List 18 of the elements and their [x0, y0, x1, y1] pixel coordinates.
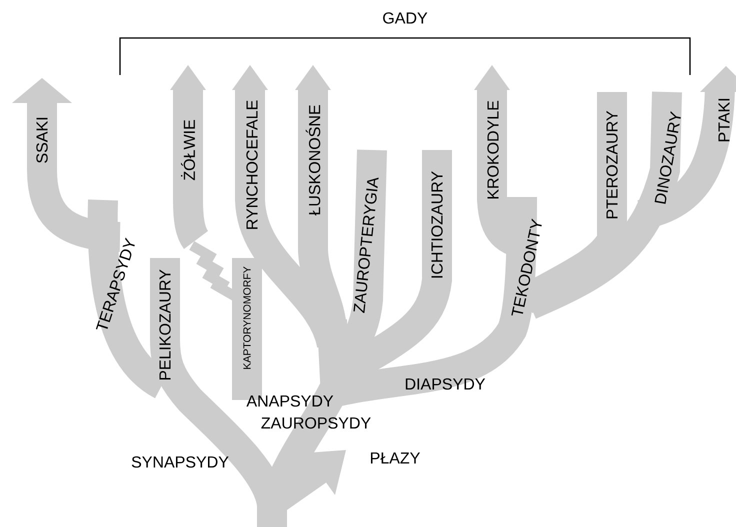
- taxon-label: PŁAZY: [370, 452, 420, 464]
- taxon-label: DINOZAURY: [654, 111, 681, 204]
- taxon-label: DIAPSYDY: [406, 378, 486, 390]
- taxon-label: SSAKI: [36, 118, 48, 163]
- taxon-label: PTAKI: [718, 98, 730, 142]
- taxon-label: ANAPSYDY: [246, 395, 334, 407]
- taxon-label: PELIKOZAURY: [159, 269, 171, 380]
- taxon-label: ZAUROPSYDY: [261, 417, 371, 429]
- group-label: GADY: [383, 12, 428, 24]
- taxon-label: SYNAPSYDY: [132, 456, 229, 468]
- taxon-label: PTEROZAURY: [606, 110, 618, 218]
- taxon-label: RYNCHOCEFALE: [246, 100, 258, 229]
- taxon-label: ICHTIOZAURY: [431, 171, 443, 278]
- taxon-label: KROKODYLE: [487, 100, 499, 198]
- taxon-label: ŻÓŁWIE: [181, 120, 196, 180]
- taxon-label: ŁUSKONOŚNE: [306, 105, 320, 216]
- taxon-label: KAPTORYNOMORFY: [243, 266, 251, 369]
- taxon-label: ZAUROPTERYGIA: [354, 178, 379, 313]
